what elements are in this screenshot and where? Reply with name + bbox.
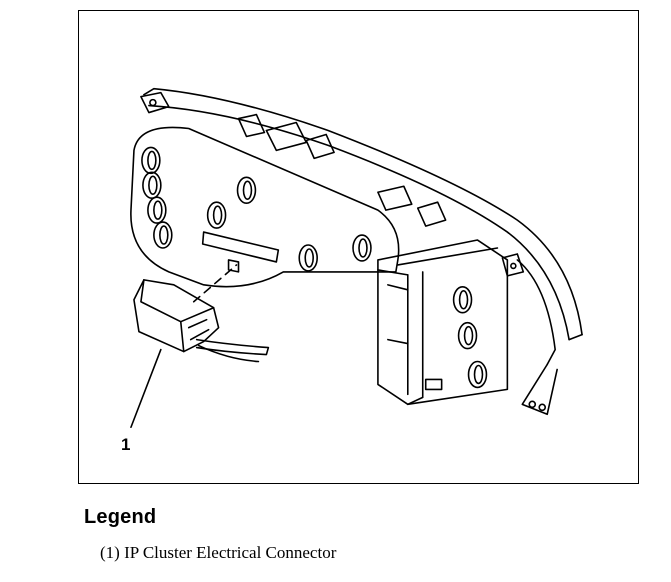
alignment-guide — [192, 264, 238, 303]
instrument-cluster-illustration — [130, 87, 583, 429]
callout-leader — [130, 348, 162, 429]
legend-item: (1) IP Cluster Electrical Connector — [100, 543, 336, 563]
gauge-openings — [141, 146, 372, 272]
electrical-connector — [133, 279, 270, 363]
legend-item-number: (1) — [100, 543, 120, 562]
legend-item-label: IP Cluster Electrical Connector — [124, 543, 337, 562]
gauge-module — [377, 239, 509, 406]
cluster-housing — [130, 87, 583, 416]
callout-number: 1 — [121, 435, 131, 454]
legend-heading: Legend — [84, 506, 157, 528]
connector-socket — [201, 231, 280, 273]
figure-frame: 1 — [78, 10, 639, 484]
